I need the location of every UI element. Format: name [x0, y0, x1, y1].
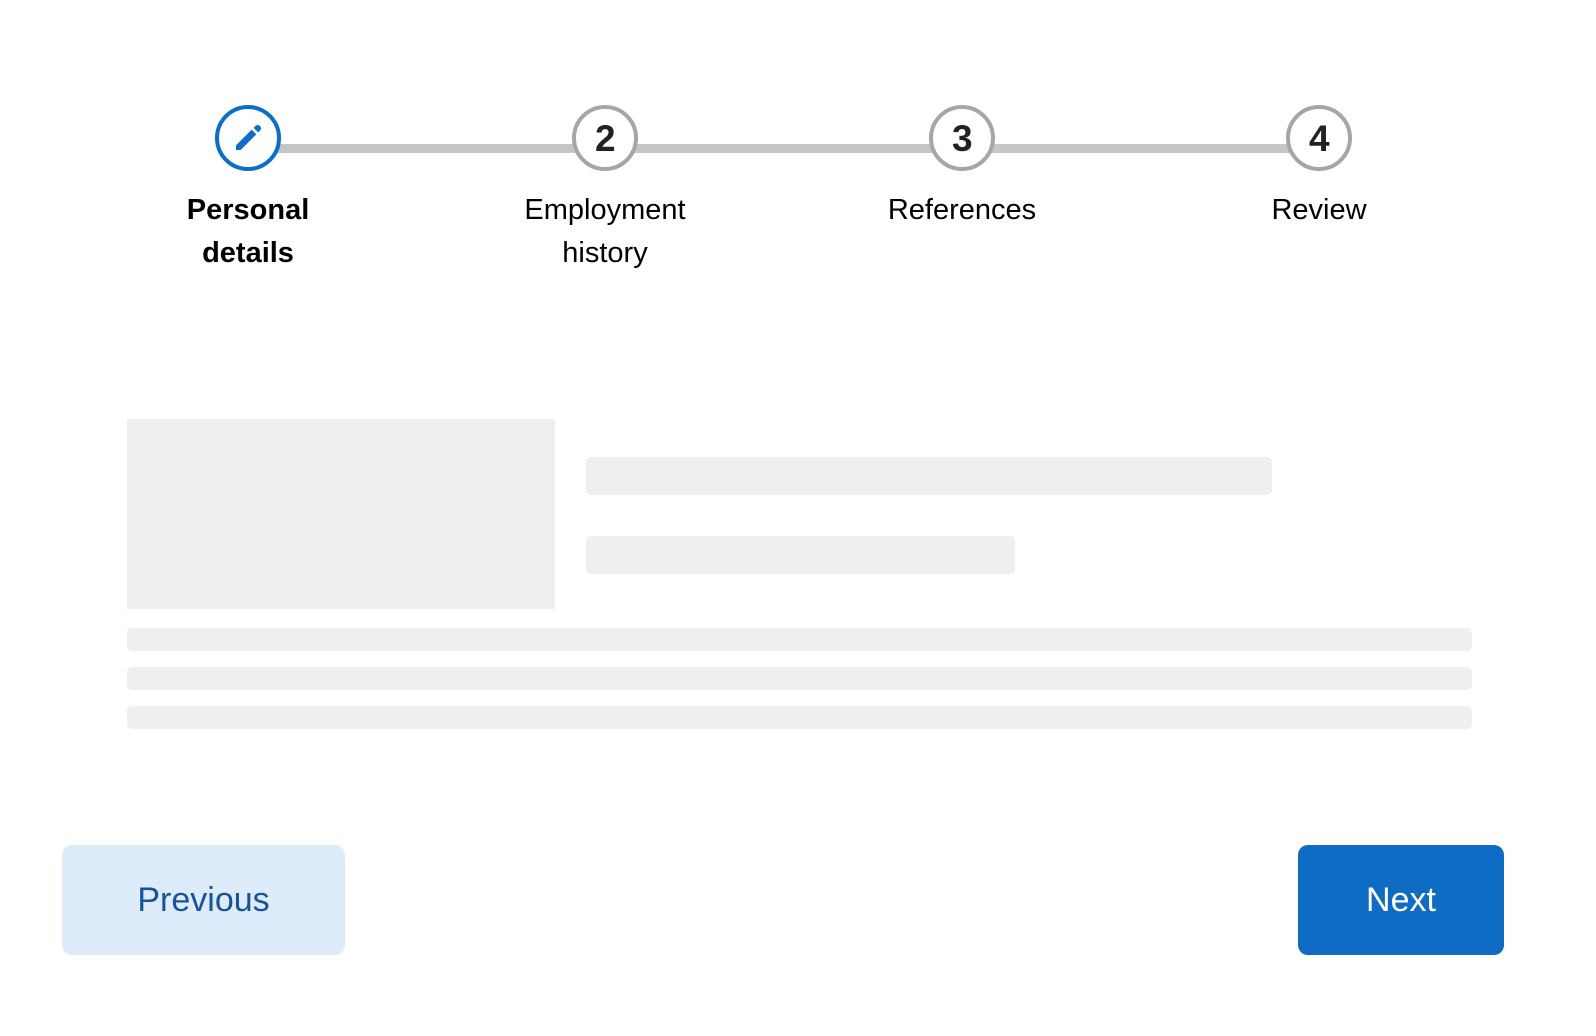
step-3-label: References [887, 194, 1037, 226]
stepper-step-review[interactable]: 4 Review [1199, 105, 1439, 232]
stepper-connector-line [248, 144, 1319, 153]
progress-stepper: Personal details 2 Employment history 3 … [70, 105, 1567, 305]
paragraph-line-1-placeholder [127, 628, 1472, 651]
step-1-circle[interactable] [215, 105, 281, 171]
stepper-step-personal-details[interactable]: Personal details [128, 105, 368, 275]
step-4-label: Review [1271, 194, 1367, 226]
pencil-icon [235, 124, 262, 151]
stepper-step-employment-history[interactable]: 2 Employment history [485, 105, 725, 275]
paragraph-line-2-placeholder [127, 667, 1472, 690]
text-line-long-placeholder [586, 457, 1272, 495]
stepper-step-references[interactable]: 3 References [842, 105, 1082, 232]
paragraph-line-3-placeholder [127, 706, 1472, 729]
text-line-short-placeholder [586, 536, 1015, 574]
image-placeholder [127, 419, 555, 609]
skeleton-top-row [127, 419, 1472, 609]
next-button[interactable]: Next [1298, 845, 1504, 955]
step-3-circle[interactable]: 3 [929, 105, 995, 171]
step-3-number: 3 [951, 117, 973, 159]
step-2-number: 2 [594, 117, 616, 159]
content-skeleton [127, 419, 1472, 729]
previous-button[interactable]: Previous [62, 845, 345, 955]
step-4-number: 4 [1308, 117, 1330, 159]
step-1-label: Personal details [186, 194, 310, 269]
step-4-circle[interactable]: 4 [1286, 105, 1352, 171]
step-2-circle[interactable]: 2 [572, 105, 638, 171]
step-2-label: Employment history [524, 194, 686, 269]
